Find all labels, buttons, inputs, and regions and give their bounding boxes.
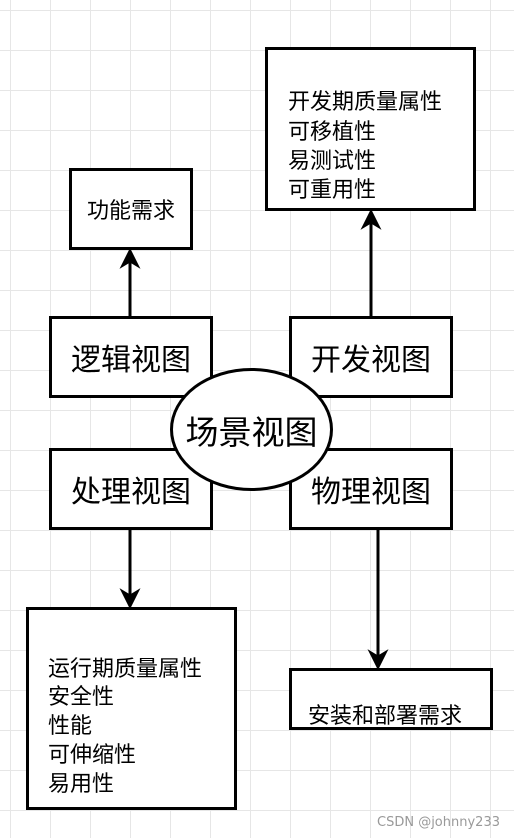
runtime-quality-list: 安全性 性能 可伸缩性 易用性 — [48, 683, 136, 799]
runtime-quality-item: 安全性 — [48, 685, 115, 710]
physical-view-label: 物理视图 — [311, 475, 431, 510]
development-quality-list: 可移植性 易测试性 可重用性 — [288, 118, 376, 205]
runtime-quality-box: 运行期质量属性 安全性 性能 可伸缩性 易用性 — [26, 607, 237, 810]
functional-requirements-box: 功能需求 — [69, 168, 193, 250]
development-quality-item: 可移植性 — [288, 120, 377, 145]
development-quality-box: 开发期质量属性 可移植性 易测试性 可重用性 — [265, 47, 476, 211]
runtime-quality-item: 可伸缩性 — [48, 743, 137, 768]
development-quality-title: 开发期质量属性 — [288, 90, 443, 115]
scenario-view-ellipse: 场景视图 — [170, 368, 333, 491]
logical-view-label: 逻辑视图 — [71, 343, 191, 378]
runtime-quality-item: 易用性 — [48, 772, 115, 797]
physical-view-box: 物理视图 — [289, 448, 453, 530]
runtime-quality-title: 运行期质量属性 — [48, 657, 203, 682]
runtime-quality-item: 性能 — [48, 714, 93, 739]
watermark: CSDN @johnny233 — [377, 815, 500, 830]
functional-requirements-label: 功能需求 — [86, 199, 175, 224]
development-view-box: 开发视图 — [289, 316, 453, 398]
process-view-label: 处理视图 — [71, 475, 191, 510]
deployment-requirements-label: 安装和部署需求 — [308, 704, 463, 729]
deployment-requirements-box: 安装和部署需求 — [289, 668, 493, 730]
logical-view-box: 逻辑视图 — [49, 316, 213, 398]
development-quality-item: 可重用性 — [288, 178, 377, 203]
development-view-label: 开发视图 — [311, 343, 431, 378]
development-quality-item: 易测试性 — [288, 149, 377, 174]
scenario-view-label: 场景视图 — [185, 412, 318, 452]
